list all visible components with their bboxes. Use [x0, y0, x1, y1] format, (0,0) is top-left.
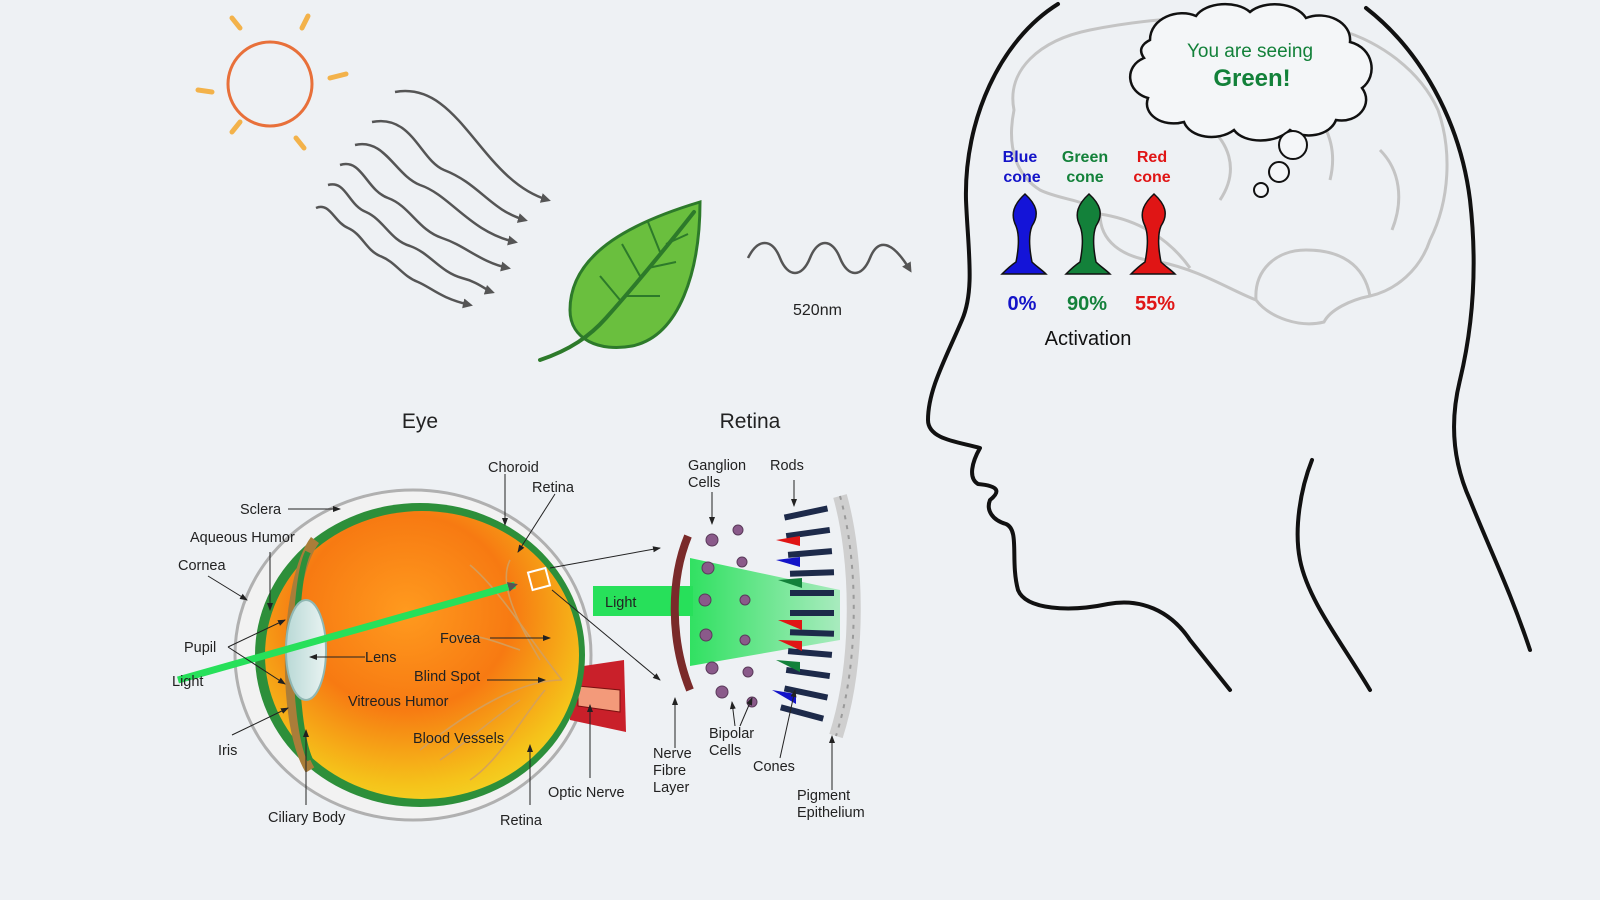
cone-activation-panel: Blue cone 0% Green cone 90% Red cone 55%…	[1000, 149, 1177, 350]
cones-label: Cones	[753, 759, 795, 775]
retina-title: Retina	[720, 410, 781, 433]
red-cone-activation: 55%	[1135, 293, 1175, 315]
cornea-label: Cornea	[178, 558, 226, 574]
red-cone: Red cone 55%	[1129, 149, 1177, 315]
blue-cone-name-2: cone	[1003, 169, 1040, 186]
rods-label: Rods	[770, 458, 804, 474]
retina-layer-diagram: Retina Light	[593, 410, 865, 821]
optic-nerve-label: Optic Nerve	[548, 785, 625, 801]
green-cone-name: Green	[1062, 149, 1108, 166]
reflected-light-wave: 520nm	[746, 241, 912, 319]
blue-cone: Blue cone 0%	[1000, 149, 1048, 315]
ganglion-label-1: Ganglion	[688, 458, 746, 474]
blind-spot-label: Blind Spot	[414, 669, 480, 685]
fovea-label: Fovea	[440, 631, 481, 647]
thought-bubble: You are seeing Green!	[1128, 2, 1373, 198]
vitreous-humor-label: Vitreous Humor	[348, 694, 449, 710]
bipolar-label-1: Bipolar	[709, 726, 754, 742]
red-cone-name-2: cone	[1133, 169, 1170, 186]
retina-light-label: Light	[605, 595, 636, 611]
sunlight-waves	[315, 89, 551, 309]
aqueous-humor-label: Aqueous Humor	[190, 530, 295, 546]
pupil-label: Pupil	[184, 640, 216, 656]
lens-label: Lens	[365, 650, 396, 666]
activation-label: Activation	[1045, 328, 1132, 350]
pigment-label-2: Epithelium	[797, 805, 865, 821]
blood-vessels-label: Blood Vessels	[413, 731, 504, 747]
green-cone-name-2: cone	[1066, 169, 1103, 186]
blue-cone-name: Blue	[1003, 149, 1038, 166]
green-cone-activation: 90%	[1067, 293, 1107, 315]
retina-top-label: Retina	[532, 480, 575, 496]
eye-anatomy-diagram: Eye	[172, 410, 661, 829]
ciliary-body-label: Ciliary Body	[268, 810, 346, 826]
head-silhouette	[926, 2, 1532, 692]
pigment-label-1: Pigment	[797, 788, 850, 804]
red-cone-name: Red	[1137, 149, 1167, 166]
retina-bottom-label: Retina	[500, 813, 543, 829]
eye-title: Eye	[402, 410, 438, 433]
green-cone: Green cone 90%	[1062, 149, 1112, 315]
blue-cone-activation: 0%	[1008, 293, 1037, 315]
nerve-label-3: Layer	[653, 780, 689, 796]
sun-icon	[195, 13, 349, 151]
bipolar-label-2: Cells	[709, 743, 741, 759]
wavelength-label: 520nm	[793, 302, 842, 319]
thought-line-1: You are seeing	[1187, 41, 1313, 62]
choroid-label: Choroid	[488, 460, 539, 476]
nerve-label-2: Fibre	[653, 763, 686, 779]
eye-light-label: Light	[172, 674, 203, 690]
iris-label: Iris	[218, 743, 237, 759]
nerve-label-1: Nerve	[653, 746, 692, 762]
sclera-label: Sclera	[240, 502, 282, 518]
leaf-icon	[538, 199, 702, 362]
ganglion-label-2: Cells	[688, 475, 720, 491]
thought-line-2: Green!	[1213, 65, 1290, 92]
